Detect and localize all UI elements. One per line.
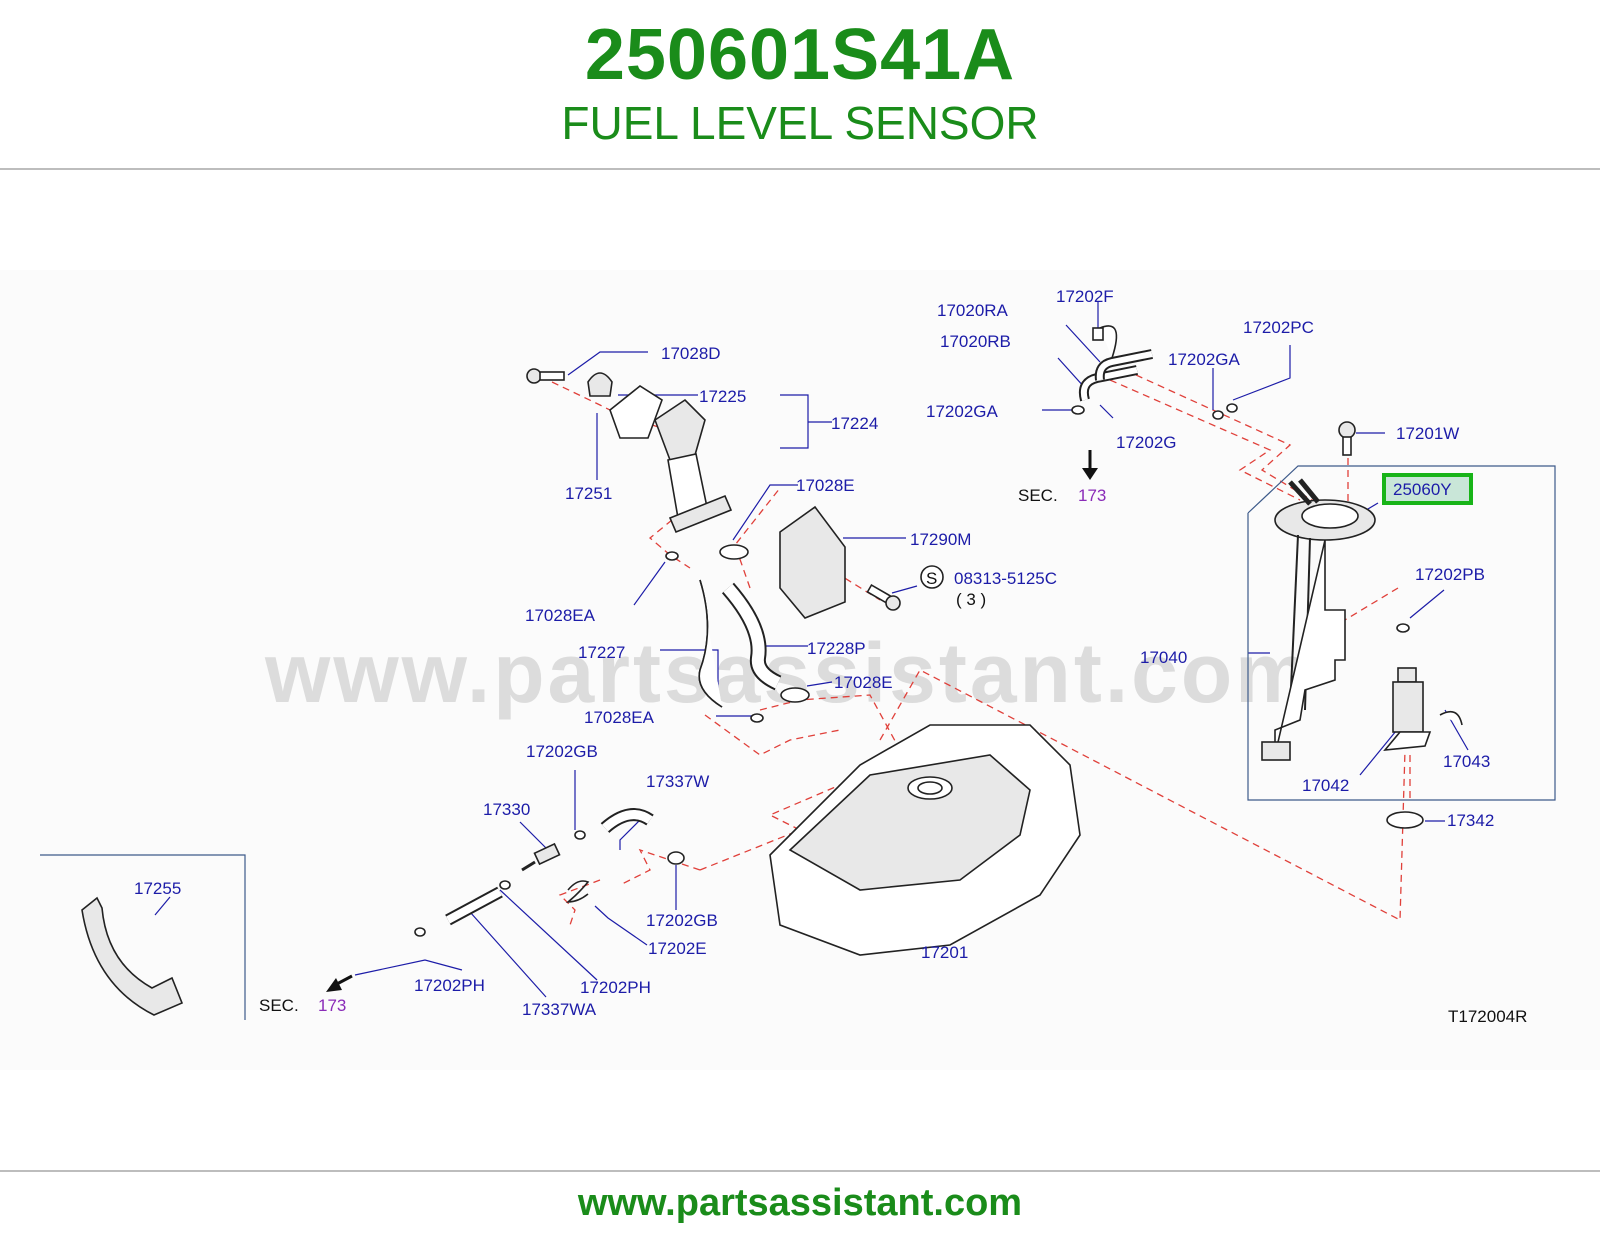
hose-17202E xyxy=(565,880,590,903)
callout-17202PC: 17202PC xyxy=(1243,318,1314,337)
callout-17028E-top: 17028E xyxy=(796,476,855,495)
callout-17028D: 17028D xyxy=(661,344,721,363)
s-symbol-circle xyxy=(920,565,944,589)
callout-17202E: 17202E xyxy=(648,939,707,958)
clamp-17202GB xyxy=(667,851,685,865)
callout-17043: 17043 xyxy=(1443,752,1490,771)
callout-17040: 17040 xyxy=(1140,648,1187,667)
hose-17227-inner xyxy=(698,579,723,708)
callout-17342: 17342 xyxy=(1447,811,1494,830)
diagram-code: T172004R xyxy=(1448,1007,1527,1026)
callout-17201W: 17201W xyxy=(1396,424,1459,443)
bracket-17255 xyxy=(81,896,184,1016)
callout-17228P: 17228P xyxy=(807,639,866,658)
callout-17202GA-right: 17202GA xyxy=(1168,350,1240,369)
hose-17337WA-inner xyxy=(446,888,502,924)
callout-17201: 17201 xyxy=(921,943,968,962)
parts-diagram-svg: www.partsassistant.com xyxy=(40,287,1556,1026)
clip-17202PH-right xyxy=(499,880,511,890)
callout-17042: 17042 xyxy=(1302,776,1349,795)
callout-17227: 17227 xyxy=(578,643,625,662)
bolt-08313 xyxy=(866,583,901,611)
parts-diagram: www.partsassistant.com xyxy=(0,270,1600,1070)
watermark-text: www.partsassistant.com xyxy=(264,626,1313,720)
bolt-17028D xyxy=(526,368,565,384)
clip-17202PH-left xyxy=(414,927,426,937)
filler-neck-17224 xyxy=(654,398,733,534)
sec-ref-bottom[interactable]: 173 xyxy=(318,996,346,1015)
callout-17337WA: 17337WA xyxy=(522,1000,597,1019)
header-divider xyxy=(0,168,1600,170)
pump-assembly-frame xyxy=(1247,465,1556,801)
sec-ref-top[interactable]: 173 xyxy=(1078,486,1106,505)
clips-17202GA xyxy=(1212,403,1238,420)
sec-label-bottom: SEC. xyxy=(259,996,299,1015)
callout-17020RB: 17020RB xyxy=(940,332,1011,351)
callout-17020RA: 17020RA xyxy=(937,301,1009,320)
vent-hoses-17020 xyxy=(1071,325,1153,415)
hose-17337W-inner xyxy=(602,810,653,832)
sec-label-top: SEC. xyxy=(1018,486,1058,505)
leader-lines xyxy=(40,302,1469,1020)
part-drawings xyxy=(81,325,1556,1016)
part-number-title: 250601S41A xyxy=(584,15,1016,95)
callout-17255: 17255 xyxy=(134,879,181,898)
clip-17202PB xyxy=(1396,623,1410,633)
callout-17202PH-right: 17202PH xyxy=(580,978,651,997)
callout-17337W: 17337W xyxy=(646,772,709,791)
callout-17202GB-bottom: 17202GB xyxy=(646,911,718,930)
callout-17028EA-mid: 17028EA xyxy=(584,708,655,727)
fuel-pump-17042 xyxy=(1383,667,1432,751)
hose-17228P-inner xyxy=(723,584,781,689)
clip-17043 xyxy=(1439,710,1463,726)
shield-17290M xyxy=(779,505,846,619)
fuel-filter-17330 xyxy=(521,830,586,872)
hose-clamps xyxy=(665,544,810,723)
callout-17202GB-top: 17202GB xyxy=(526,742,598,761)
part-name-subtitle: FUEL LEVEL SENSOR xyxy=(561,97,1039,149)
gasket-17225 xyxy=(609,385,663,439)
callout-17202G: 17202G xyxy=(1116,433,1177,452)
callout-17202PH-left: 17202PH xyxy=(414,976,485,995)
callout-17202PB: 17202PB xyxy=(1415,565,1485,584)
callout-17330: 17330 xyxy=(483,800,530,819)
sec-arrow-top xyxy=(1082,450,1098,480)
filler-cap-17251 xyxy=(587,372,613,397)
s-symbol: S xyxy=(926,569,937,588)
callout-17290M: 17290M xyxy=(910,530,971,549)
callout-17028EA-top: 17028EA xyxy=(525,606,596,625)
callout-25060Y[interactable]: 25060Y xyxy=(1393,480,1452,499)
callout-17225: 17225 xyxy=(699,387,746,406)
page-header: 250601S41A FUEL LEVEL SENSOR xyxy=(0,0,1600,170)
callout-17202F: 17202F xyxy=(1056,287,1114,306)
fuel-sender-unit-17040 xyxy=(1261,478,1376,761)
footer-url-link[interactable]: www.partsassistant.com xyxy=(577,1182,1023,1224)
callout-labels: 17028D 17225 17224 17251 17028E 17290M S… xyxy=(134,287,1527,1026)
callout-17028E-mid: 17028E xyxy=(834,673,893,692)
callout-08313-5125C: 08313-5125C xyxy=(954,569,1057,588)
highlight-box-25060Y[interactable] xyxy=(1382,473,1473,505)
bolt-17201W xyxy=(1338,421,1356,456)
assembly-dash-lines xyxy=(551,369,1411,926)
footer-divider xyxy=(0,1170,1600,1172)
callout-17202GA-left: 17202GA xyxy=(926,402,998,421)
callout-17224: 17224 xyxy=(831,414,878,433)
callout-17251: 17251 xyxy=(565,484,612,503)
ring-17342 xyxy=(1386,811,1424,829)
fuel-tank-17201 xyxy=(769,724,1081,956)
sec-arrow-bottom xyxy=(326,974,353,992)
callout-08313-qty: ( 3 ) xyxy=(956,590,986,609)
